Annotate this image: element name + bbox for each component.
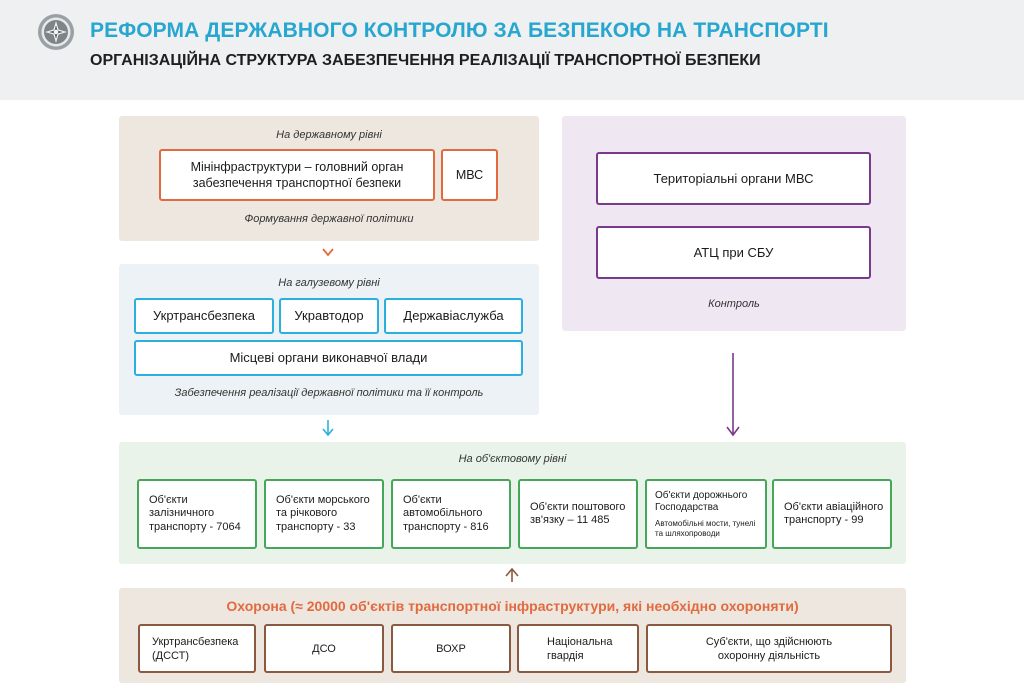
object-railway: Об'єкти залізничного транспорту - 7064 [137, 479, 257, 549]
atc-sbu-box: АТЦ при СБУ [596, 226, 871, 279]
object-postal: Об'єкти поштового зв'язку – 11 485 [518, 479, 638, 549]
object-automobile: Об'єкти автомобільного транспорту - 816 [391, 479, 511, 549]
branch-level-footer: Забезпечення реалізації державної політи… [174, 387, 484, 399]
object-road-label: Об'єкти дорожнього Господарства [655, 489, 748, 514]
branch-level-panel [119, 264, 539, 415]
object-level-caption: На об'єктовому рівні [458, 453, 567, 465]
security-private-entities: Суб'єкти, що здійснюють охоронну діяльні… [646, 624, 892, 673]
local-authorities-box: Місцеві органи виконавчої влади [134, 340, 523, 376]
state-level-caption: На державному рівні [276, 129, 382, 141]
object-sea-river: Об'єкти морського та річкового транспорт… [264, 479, 384, 549]
arrow-down-icon [726, 353, 740, 437]
page-subtitle: ОРГАНІЗАЦІЙНА СТРУКТУРА ЗАБЕЗПЕЧЕННЯ РЕА… [90, 52, 761, 69]
control-panel [562, 116, 906, 331]
header: РЕФОРМА ДЕРЖАВНОГО КОНТРОЛЮ ЗА БЕЗПЕКОЮ … [0, 0, 1024, 100]
arrow-down-icon [322, 420, 334, 437]
security-ukrtransbezpeka: Укртрансбезпека (ДССТ) [138, 624, 256, 673]
ministry-box: Мінінфраструктури – головний орган забез… [159, 149, 435, 201]
agency-derzhaviasluzhba: Державіаслужба [384, 298, 523, 334]
security-dso: ДСО [264, 624, 384, 673]
branch-level-caption: На галузевому рівні [278, 277, 380, 289]
state-level-footer: Формування державної політики [244, 213, 414, 225]
arrow-down-icon [322, 248, 334, 257]
object-road-sub: Автомобільні мости, тунелі та шляхопрово… [655, 518, 756, 538]
mvs-territorial-box: Територіальні органи МВС [596, 152, 871, 205]
object-road: Об'єкти дорожнього Господарства Автомобі… [645, 479, 767, 549]
control-footer: Контроль [708, 298, 760, 310]
security-title: Охорона (≈ 20000 об'єктів транспортної і… [226, 598, 799, 614]
arrow-up-icon [505, 567, 519, 582]
mvs-box: МВС [441, 149, 498, 201]
emblem-icon [38, 14, 74, 50]
security-national-guard: Національна гвардія [517, 624, 639, 673]
object-aviation: Об'єкти авіаційного транспорту - 99 [772, 479, 892, 549]
page-title: РЕФОРМА ДЕРЖАВНОГО КОНТРОЛЮ ЗА БЕЗПЕКОЮ … [90, 19, 829, 42]
agency-ukrtransbezpeka: Укртрансбезпека [134, 298, 274, 334]
agency-ukravtodor: Укравтодор [279, 298, 379, 334]
security-vokhr: ВОХР [391, 624, 511, 673]
